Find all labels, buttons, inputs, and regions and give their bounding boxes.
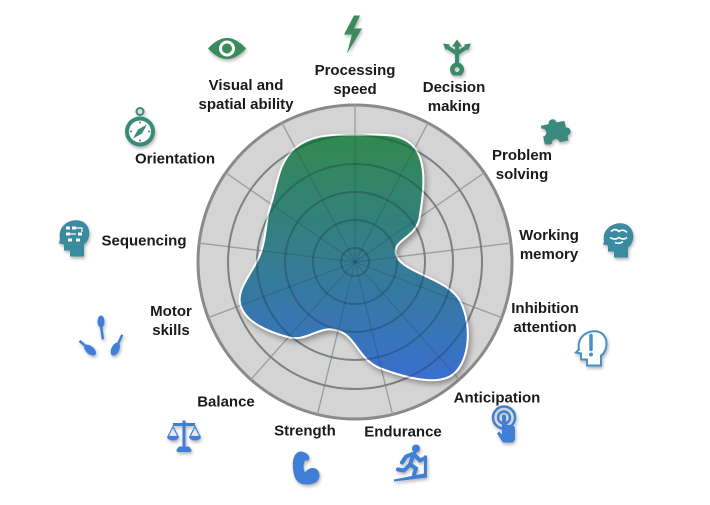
brain-head-icon bbox=[598, 220, 636, 265]
touch-target-icon bbox=[491, 405, 523, 450]
axis-label-orientation: Orientation bbox=[134, 150, 216, 168]
treadmill-runner-icon bbox=[390, 443, 430, 488]
scales-icon bbox=[165, 419, 203, 458]
axis-label-sequencing: Sequencing bbox=[101, 232, 187, 250]
grid-spoke-overlay bbox=[354, 261, 394, 415]
exclamation-head-icon bbox=[572, 328, 608, 373]
radar-area bbox=[238, 133, 469, 382]
grid-spoke-overlay bbox=[316, 261, 356, 415]
puzzle-piece-icon bbox=[538, 115, 576, 150]
grid-spoke-overlay bbox=[354, 261, 503, 319]
grid-spoke-overlay bbox=[354, 172, 485, 263]
lightning-icon bbox=[340, 15, 366, 60]
axis-label-anticipation: Anticipation bbox=[453, 389, 541, 407]
eye-icon bbox=[206, 34, 248, 69]
grid-spoke-overlay bbox=[207, 261, 356, 319]
axis-label-endurance: Endurance bbox=[364, 423, 442, 441]
grid-ring-overlay bbox=[227, 134, 483, 390]
axis-label-strength: Strength bbox=[274, 422, 336, 440]
grid-spoke-overlay bbox=[354, 242, 511, 263]
axis-label-balance: Balance bbox=[197, 393, 255, 411]
flexed-arm-icon bbox=[287, 449, 323, 492]
grid-spoke-overlay bbox=[225, 172, 356, 263]
grid-spoke-overlay bbox=[354, 261, 460, 380]
grid-ring-overlay bbox=[340, 247, 370, 277]
grid-spoke-overlay bbox=[199, 242, 356, 263]
compass-icon bbox=[123, 107, 157, 154]
branching-arrows-icon bbox=[440, 39, 474, 81]
grid-spoke-overlay bbox=[354, 122, 429, 263]
grid-ring-overlay bbox=[312, 219, 398, 305]
juggling-pins-icon bbox=[77, 315, 133, 365]
grid-spoke-overlay bbox=[281, 122, 356, 263]
sequence-head-icon bbox=[54, 217, 94, 264]
grid-spoke-overlay bbox=[250, 261, 356, 380]
grid-ring-overlay bbox=[256, 163, 454, 361]
grid-ring-overlay bbox=[284, 191, 426, 333]
